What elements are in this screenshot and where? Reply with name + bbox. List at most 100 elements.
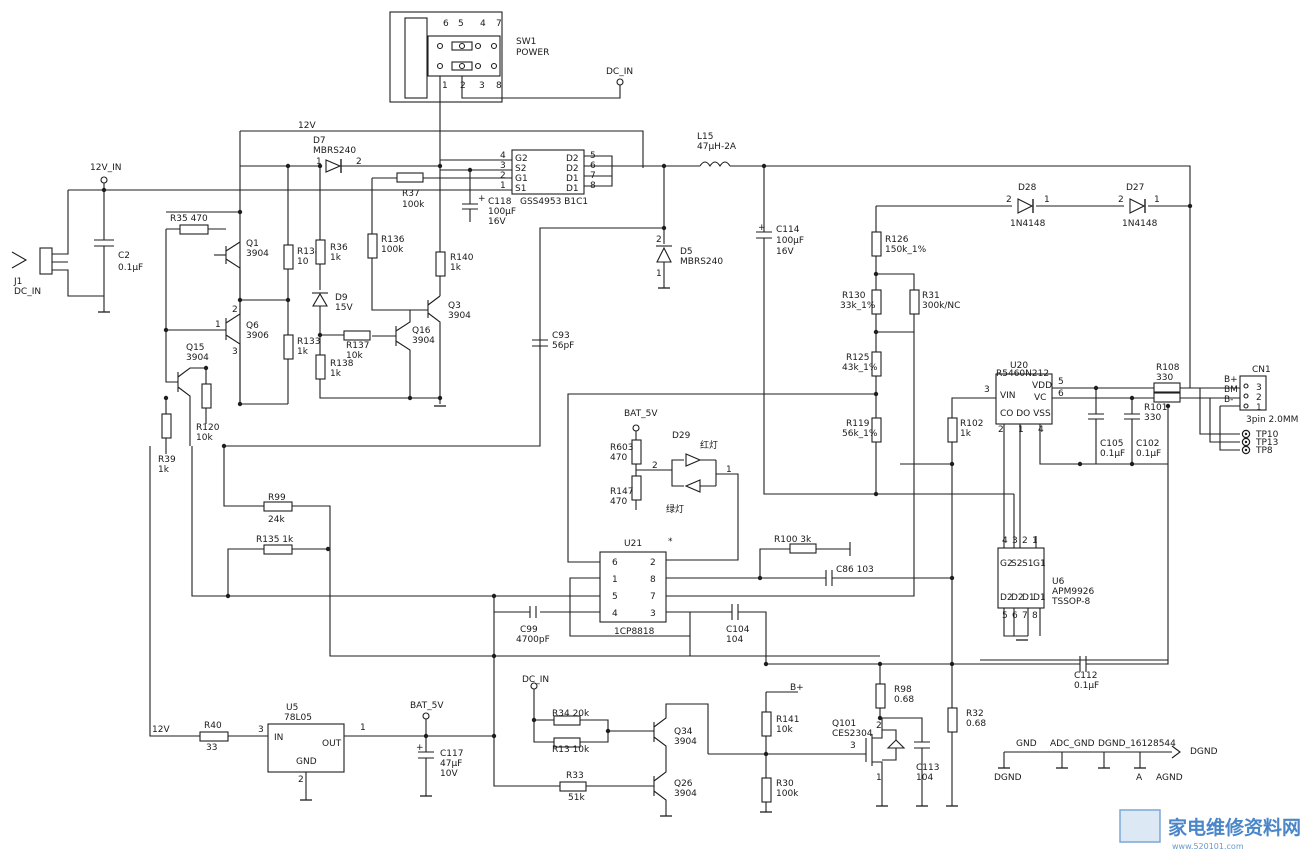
u6-pin1: 1	[1032, 536, 1038, 546]
resistor-r140	[435, 251, 446, 277]
r100-label: R100 3k	[774, 535, 812, 545]
r35-label: R35 470	[170, 214, 208, 224]
ic-u20: VIN VDD VC CO DO VSS U20 R5460N212 3 5 6…	[984, 361, 1064, 435]
gss-num-3: 3	[500, 161, 506, 171]
q6-pin2: 2	[232, 305, 238, 315]
sw1-switch: 6 5 4 7 1 2 3 8 SW1 POWER	[389, 11, 549, 103]
c112-value: 0.1μF	[1074, 681, 1099, 691]
u6-top-g1: G1	[1033, 559, 1046, 569]
d28-value: 1N4148	[1010, 219, 1046, 229]
c118-ref: C118	[488, 197, 512, 207]
u5-out: OUT	[322, 739, 342, 749]
c113-value: 104	[916, 773, 933, 783]
resistor-r126	[871, 231, 882, 257]
r125-value: 43k_1%	[842, 363, 878, 373]
q101-pin3: 3	[850, 741, 856, 751]
led-d29: D29 红灯 绿灯 2 1	[636, 431, 739, 561]
c86-label: C86 103	[836, 565, 874, 575]
r99-value: 24k	[268, 515, 285, 525]
q101-ref: Q101	[832, 719, 856, 729]
u20-pin6: 6	[1058, 389, 1064, 399]
b-plus-label: B+	[790, 683, 804, 693]
a-label: A	[1136, 773, 1143, 783]
u6-top-s1: S1	[1022, 559, 1033, 569]
resistor-r125	[871, 351, 882, 377]
u5-pin1: 1	[360, 723, 366, 733]
r141-ref: R141	[776, 715, 799, 725]
u6-pin7: 7	[1022, 611, 1028, 621]
gss-num-1: 1	[500, 181, 506, 191]
r133-value: 1k	[297, 347, 309, 357]
sw1-pin-8: 8	[496, 81, 502, 91]
transistor-q26: Q26 3904	[653, 770, 697, 816]
resistor-r99	[263, 501, 293, 512]
d27-value: 1N4148	[1122, 219, 1158, 229]
diode-d7: D7 MBRS240 1 2	[240, 136, 440, 173]
u6-pin4: 4	[1002, 536, 1008, 546]
r37-ref: R37	[402, 189, 420, 199]
transistor-q16: Q16 3904	[372, 310, 435, 398]
resistor-r120	[201, 383, 212, 409]
c117-value: 47μF	[440, 759, 462, 769]
c102-value: 0.1μF	[1136, 449, 1161, 459]
dgnd-right-label: DGND	[1190, 747, 1218, 757]
sw1-pin-7: 7	[496, 19, 502, 29]
c114-voltage: 16V	[776, 247, 794, 257]
d5-pin2: 2	[656, 235, 662, 245]
d29-red: 红灯	[700, 439, 718, 451]
d29-pin1: 1	[726, 465, 732, 475]
r140-ref: R140	[450, 253, 474, 263]
resistor-r30	[761, 777, 772, 803]
r603-value: 470	[610, 453, 627, 463]
gss-pin-g1: G1	[515, 174, 528, 184]
tp10-label: TP10	[1255, 430, 1279, 440]
resistor-r130	[871, 289, 882, 315]
c93-ref: C93	[552, 331, 570, 341]
u20-pin2: 2	[998, 425, 1004, 435]
d5-pin1: 1	[656, 269, 662, 279]
u5-ref: U5	[286, 703, 298, 713]
r133-ref: R133	[297, 337, 320, 347]
gss-pin-s1: S1	[515, 184, 526, 194]
r33-ref: R33	[566, 771, 584, 781]
r102-ref: R102	[960, 419, 983, 429]
agnd-label: AGND	[1156, 773, 1183, 783]
regulator-u5: IN OUT GND U5 78L05 3 1 2	[258, 703, 366, 785]
cn1-pin3: 3	[1256, 383, 1262, 393]
q6-value: 3906	[246, 331, 269, 341]
resistor-r100	[789, 543, 817, 554]
q6-pin3: 3	[232, 347, 238, 357]
q15-value: 3904	[186, 353, 209, 363]
gss-pin-g2: G2	[515, 154, 528, 164]
u20-vdd: VDD	[1032, 381, 1052, 391]
r99-ref: R99	[268, 493, 286, 503]
q26-value: 3904	[674, 789, 697, 799]
r126-value: 150k_1%	[885, 245, 927, 255]
r101-ref: R101	[1144, 403, 1167, 413]
u6-top-g2: G2	[1000, 559, 1013, 569]
transistor-q15: Q15 3904	[165, 330, 209, 446]
gss-pin-s2: S2	[515, 164, 526, 174]
r108-value: 330	[1156, 373, 1173, 383]
r141-value: 10k	[776, 725, 793, 735]
d5-ref: D5	[680, 247, 693, 257]
r125-ref: R125	[846, 353, 869, 363]
r140-value: 1k	[450, 263, 462, 273]
resistor-r40	[199, 731, 229, 742]
q6-ref: Q6	[246, 321, 259, 331]
cn1-pin1: 1	[1256, 403, 1262, 413]
r138-value: 1k	[330, 369, 342, 379]
u20-vc: VC	[1034, 393, 1046, 403]
r119-ref: R119	[846, 419, 870, 429]
d7-ref: D7	[313, 136, 326, 146]
r603-ref: R603	[610, 443, 633, 453]
resistor-r137	[343, 330, 371, 341]
resistor-r138	[315, 354, 326, 380]
u20-ref: U20	[1010, 361, 1028, 371]
resistor-r37	[396, 172, 424, 183]
r98-value: 0.68	[894, 695, 914, 705]
r120-ref: R120	[196, 423, 220, 433]
u21-pin8: 8	[650, 575, 656, 585]
c118-voltage: 16V	[488, 217, 506, 227]
